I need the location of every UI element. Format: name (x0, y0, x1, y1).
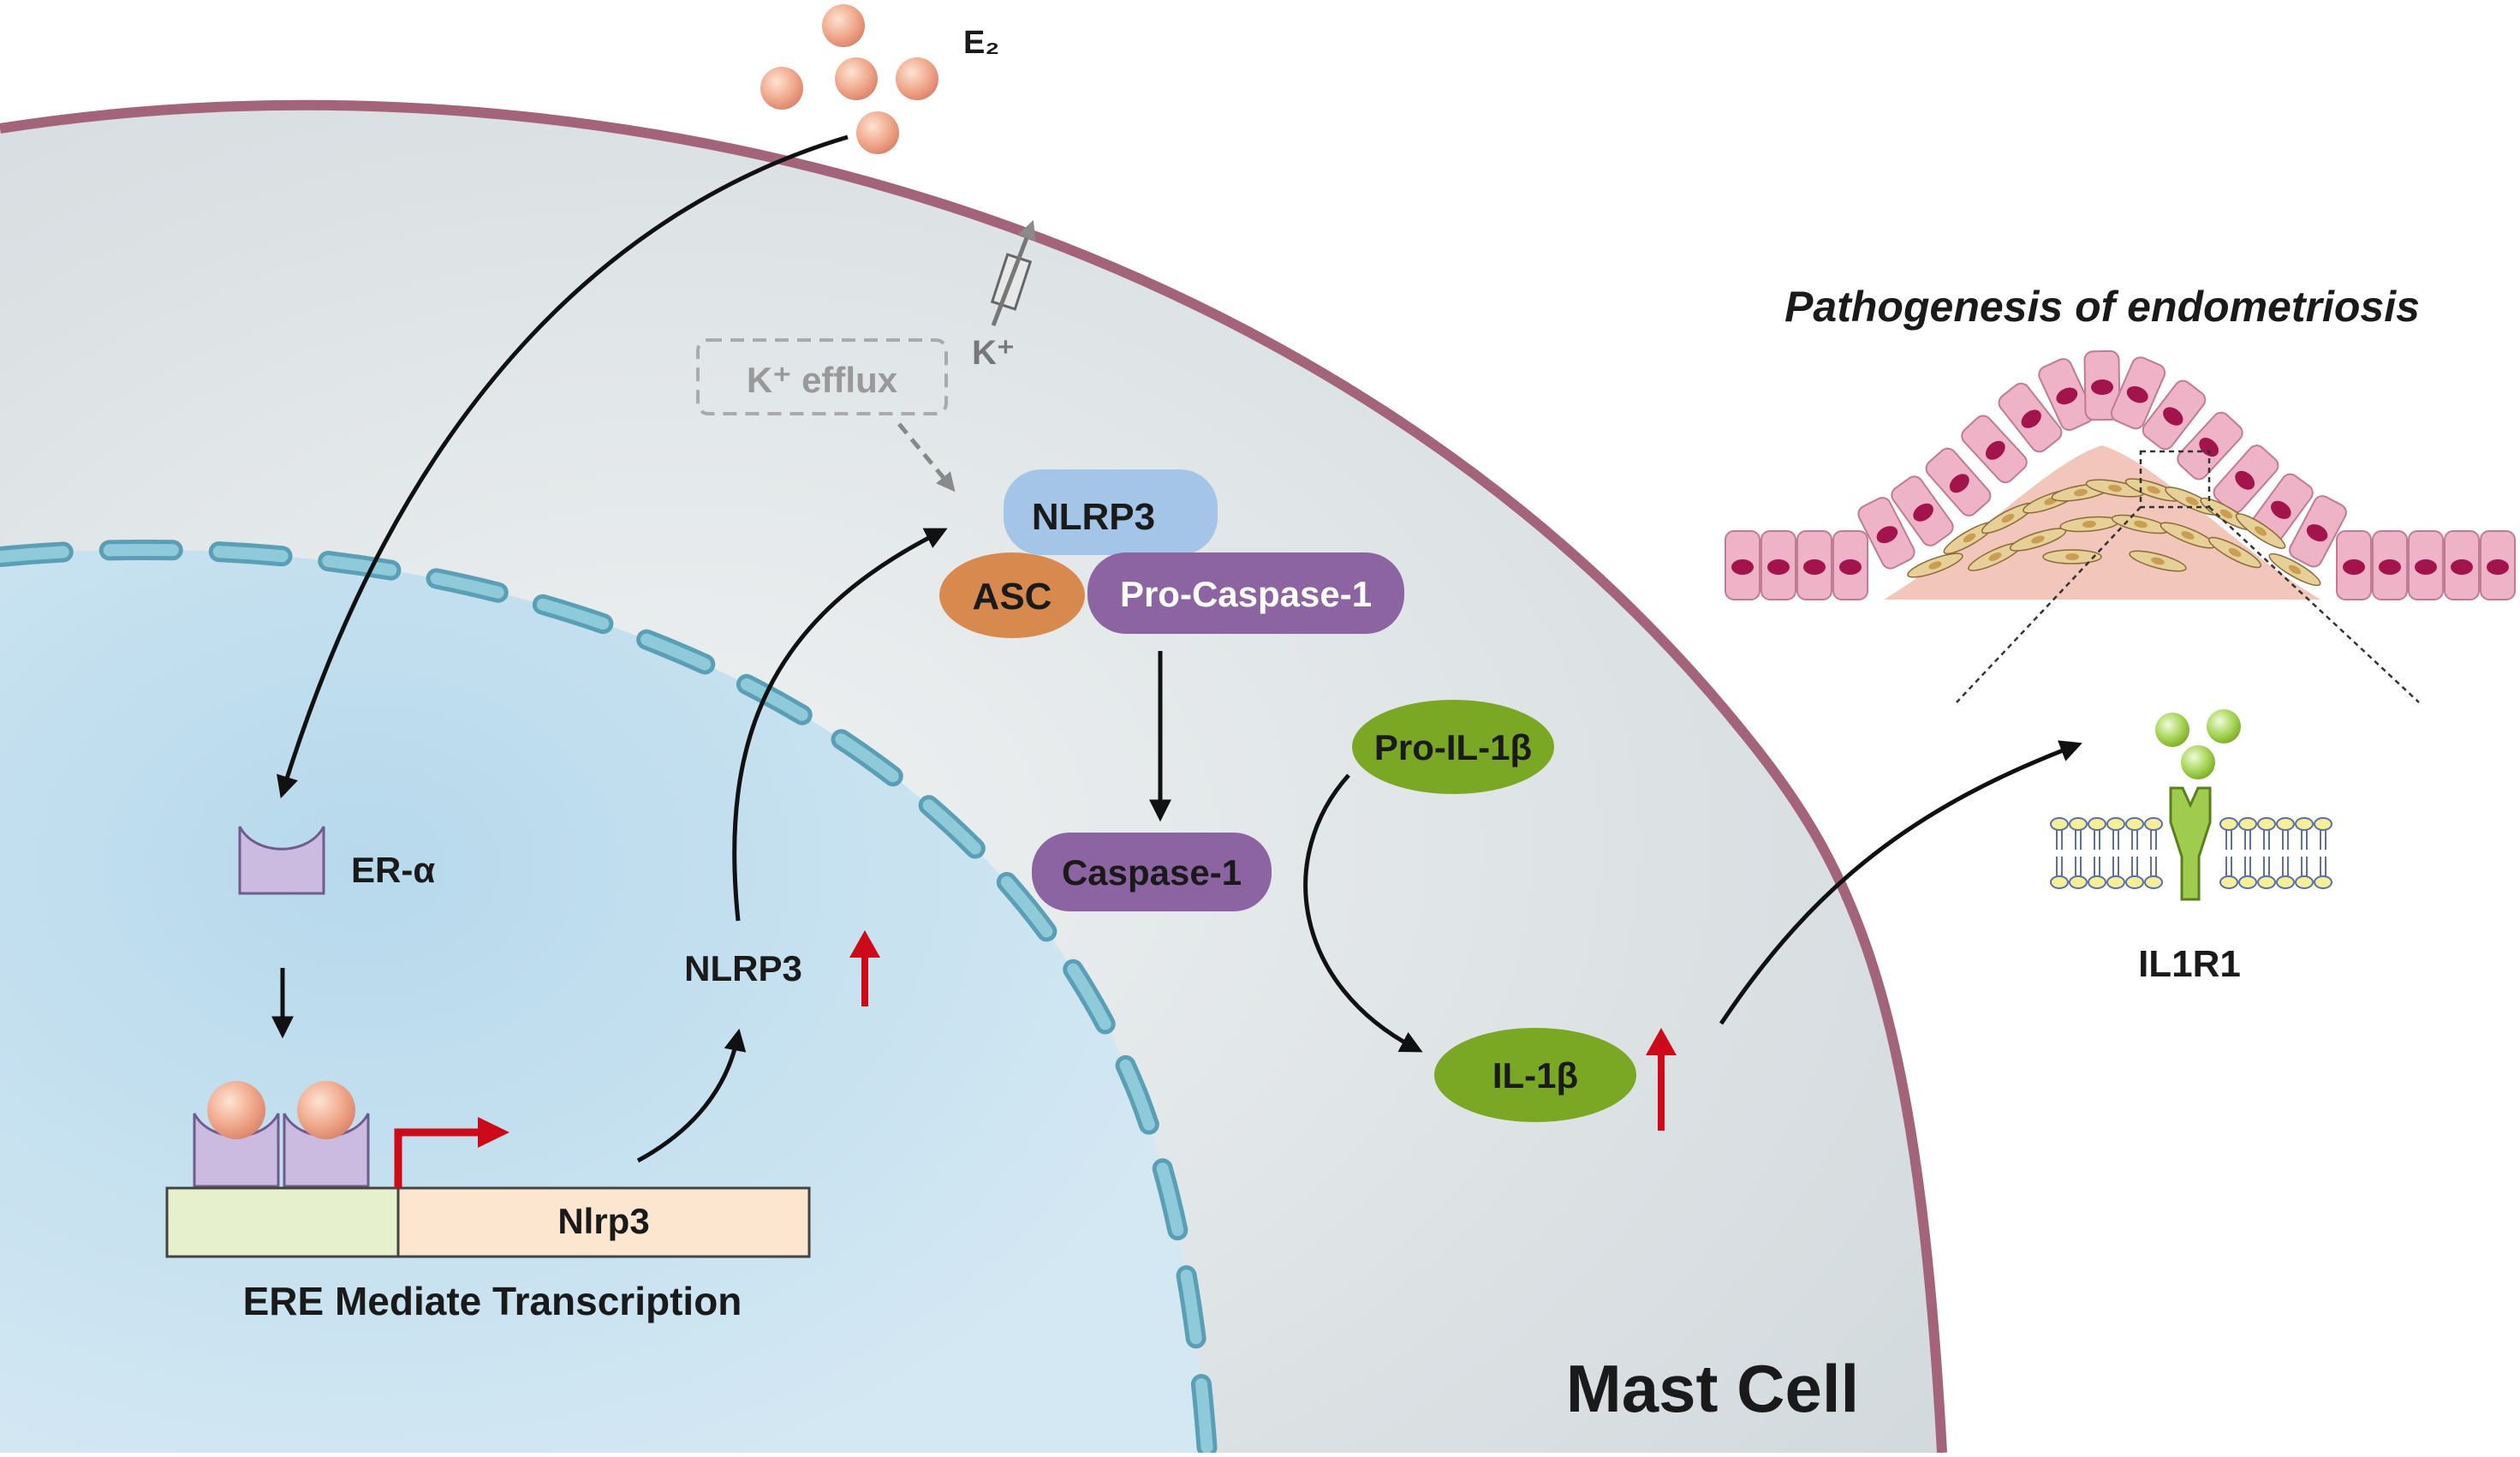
nlrp3-sensor-label: NLRP3 (1032, 496, 1155, 538)
nlrp3-sensor-box (1004, 469, 1218, 555)
zoom-line-left (1956, 506, 2142, 703)
gene-to-nlrp3-arrow (636, 1028, 747, 1163)
cell-membrane (0, 99, 1947, 1454)
pro-caspase-label: Pro-Caspase-1 (1120, 574, 1372, 614)
lipid-bilayer (2050, 817, 2332, 889)
nlrp3-upregulation-arrow (849, 930, 880, 1006)
transcription-start-arrow (394, 1117, 509, 1188)
pro-il1b-to-il1b-arrow (1303, 773, 1423, 1053)
er-alpha-label: ER-α (351, 850, 435, 890)
potassium-efflux-label: K⁺ efflux (747, 360, 898, 400)
pro-caspase-box (1087, 552, 1404, 634)
il1b-label: IL-1β (1492, 1055, 1578, 1096)
il1b-box (1434, 1028, 1636, 1122)
inflammasome-complex: NLRP3 ASC Pro-Caspase-1 (939, 469, 1404, 638)
pro-il1b-label: Pro-IL-1β (1374, 727, 1532, 767)
nucleus-nlrp3-label: NLRP3 (684, 948, 802, 988)
il1r1-receptor (2169, 786, 2212, 901)
potassium-ion-label: K⁺ (972, 334, 1015, 372)
il1b-to-il1r1-arrow (1719, 740, 2082, 1025)
il1b-ligand-cluster (2155, 709, 2241, 779)
er-alpha-receptor (238, 826, 325, 895)
nlrp3-gene-label: Nlrp3 (557, 1201, 649, 1241)
caspase-box (1032, 833, 1272, 911)
zoom-line-right (2208, 506, 2420, 703)
potassium-efflux-arrow (991, 219, 1036, 326)
e2-ligand-cluster (760, 4, 938, 154)
mast-cell-label: Mast Cell (1566, 1351, 1859, 1426)
asc-adaptor-box (939, 552, 1085, 638)
transcription-label: ERE Mediate Transcription (243, 1279, 742, 1323)
il1r1-label: IL1R1 (2138, 943, 2241, 985)
tissue-title: Pathogenesis of endometriosis (1784, 283, 2420, 331)
il1b-upregulation-arrow (1646, 1028, 1677, 1131)
asc-adaptor-label: ASC (973, 576, 1052, 618)
ere-bound-receptors (193, 1081, 370, 1188)
endometrial-tissue (1725, 349, 2517, 600)
pro-il1b-box (1352, 700, 1554, 794)
potassium-efflux-box (696, 338, 948, 415)
efflux-to-nlrp3-arrow (897, 422, 956, 493)
nlrp3-to-inflammasome-arrow (732, 528, 948, 922)
ere-element-box (165, 1186, 400, 1258)
nlrp3-gene-box (396, 1186, 811, 1258)
caspase-label: Caspase-1 (1062, 852, 1242, 893)
e2-to-er-arrow (277, 134, 849, 799)
e2-label: E₂ (963, 25, 999, 61)
